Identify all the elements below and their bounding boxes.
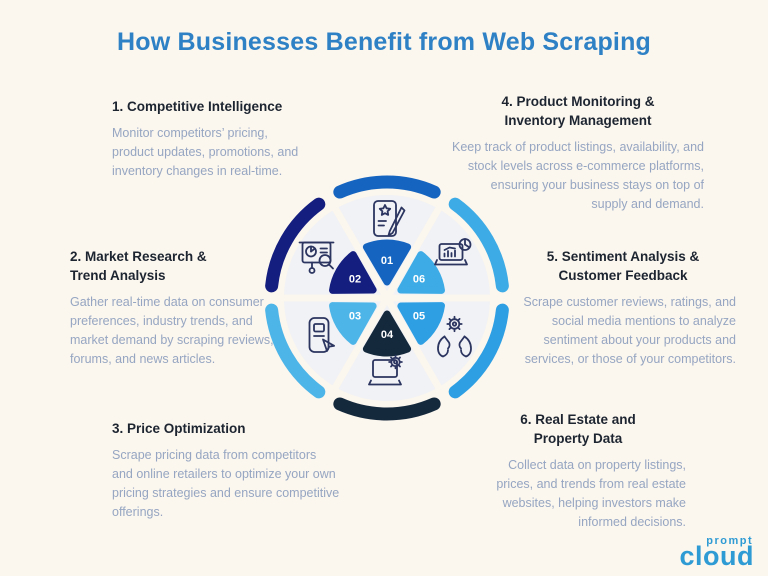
- section-4-heading: 4. Product Monitoring & Inventory Manage…: [501, 94, 655, 128]
- segment-arc-06: [448, 197, 509, 293]
- section-market-research: 2. Market Research & Trend Analysis Gath…: [70, 248, 282, 369]
- segment-arc-02: [265, 197, 326, 293]
- segment-number-06: 06: [413, 274, 425, 286]
- section-5-body: Scrape customer reviews, ratings, and so…: [523, 294, 736, 366]
- benefits-wheel: 01 06 05 04 03 02: [265, 175, 509, 421]
- section-3-body: Scrape pricing data from competitors and…: [112, 447, 340, 519]
- laptop-gear-icon: [368, 354, 403, 386]
- section-3-heading: 3. Price Optimization: [112, 421, 246, 436]
- section-2-body: Gather real-time data on consumer prefer…: [70, 294, 274, 366]
- section-5-heading: 5. Sentiment Analysis & Customer Feedbac…: [546, 249, 700, 283]
- wheel-separators: [282, 205, 492, 391]
- section-6-body: Collect data on property listings, price…: [496, 457, 686, 529]
- segment-number-wedge-06: [397, 251, 445, 294]
- mobile-click-icon: [308, 317, 335, 353]
- segment-arc-04: [333, 397, 441, 421]
- promptcloud-logo: prompt cloud: [680, 536, 755, 570]
- section-1-body: Monitor competitors’ pricing, product up…: [112, 125, 299, 178]
- segment-number-04: 04: [381, 329, 394, 341]
- document-edit-icon: [373, 200, 406, 237]
- segment-number-02: 02: [349, 274, 361, 286]
- section-1-heading: 1. Competitive Intelligence: [112, 99, 283, 114]
- laptop-analytics-icon: [434, 238, 472, 266]
- segment-number-wedge-02: [329, 251, 377, 294]
- section-real-estate: 6. Real Estate and Property Data Collect…: [470, 411, 686, 532]
- wheel-outer-ring: [265, 175, 509, 421]
- section-4-body: Keep track of product listings, availabi…: [452, 139, 704, 211]
- promptcloud-logo-bottom-text: cloud: [679, 541, 754, 571]
- presentation-analytics-icon: [298, 241, 335, 274]
- section-2-heading: 2. Market Research & Trend Analysis: [70, 249, 207, 283]
- segment-arc-01: [333, 175, 441, 199]
- section-6-heading: 6. Real Estate and Property Data: [520, 412, 636, 446]
- segment-arc-03: [265, 303, 326, 399]
- section-sentiment-analysis: 5. Sentiment Analysis & Customer Feedbac…: [510, 248, 736, 369]
- wheel-number-wedges: 01 06 05 04 03 02: [329, 239, 445, 357]
- section-competitive-intelligence: 1. Competitive Intelligence Monitor comp…: [112, 98, 304, 181]
- segment-number-wedge-05: [397, 302, 445, 345]
- segment-number-05: 05: [413, 311, 425, 323]
- segment-number-wedge-04: [362, 310, 412, 357]
- section-price-optimization: 3. Price Optimization Scrape pricing dat…: [112, 420, 340, 522]
- segment-number-wedge-03: [329, 302, 377, 345]
- page-title: How Businesses Benefit from Web Scraping: [116, 28, 652, 56]
- segment-number-01: 01: [381, 255, 393, 267]
- segment-arc-05: [448, 303, 509, 399]
- segment-number-wedge-01: [362, 239, 412, 286]
- hands-gear-icon: [437, 315, 472, 358]
- promptcloud-logo-top-text: prompt: [706, 535, 754, 547]
- section-product-monitoring: 4. Product Monitoring & Inventory Manage…: [452, 93, 704, 214]
- segment-number-03: 03: [349, 311, 361, 323]
